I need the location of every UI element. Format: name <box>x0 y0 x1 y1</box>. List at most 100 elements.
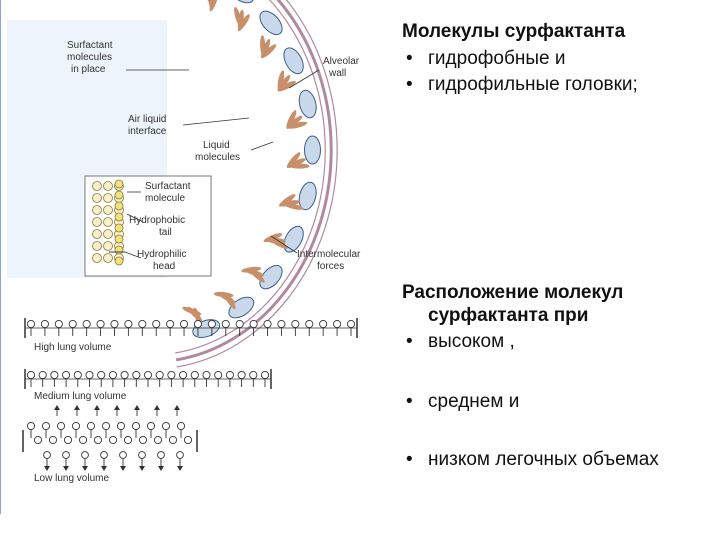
surfactant-head <box>71 421 81 431</box>
inset-head <box>103 253 113 263</box>
bullet-hydrophobic: гидрофобные и <box>402 46 712 72</box>
bullet-hydrophilic: гидрофильные головки; <box>402 72 712 98</box>
arrow-head <box>82 466 88 471</box>
surfactant-head <box>96 319 105 329</box>
surfactant-head <box>108 370 117 380</box>
surfactant-molecule-mark <box>289 163 310 169</box>
surfactant-head <box>41 421 51 431</box>
alveolus-content <box>182 0 321 338</box>
surfactant-head <box>110 319 119 329</box>
inset-tail-bead <box>114 201 124 211</box>
surfactant-head <box>305 319 314 329</box>
arrow-head <box>158 466 164 471</box>
arrow-head <box>134 405 140 410</box>
surfactant-molecule-mark <box>249 268 265 283</box>
inset-head <box>92 229 102 239</box>
surfactant-head <box>249 319 258 329</box>
bullets-molecule-parts: гидрофобные и гидрофильные головки; <box>402 46 712 98</box>
surfactant-head <box>86 421 96 431</box>
high-volume-monolayer <box>24 318 358 338</box>
arrow-head <box>154 405 160 410</box>
surfactant-head <box>26 319 36 329</box>
surfactant-head <box>277 319 286 329</box>
inset-head <box>92 205 102 215</box>
inset-head <box>92 253 102 263</box>
surfactant-head <box>143 370 153 380</box>
bullets-lung-volumes: высоком , среднем и низком легочных объе… <box>402 329 714 473</box>
bullet-low-volume: низком легочных объемах <box>402 447 714 473</box>
arrow-head <box>114 405 120 410</box>
surfactant-head <box>138 451 146 459</box>
surfactant-head <box>214 370 223 380</box>
surfactant-head <box>50 370 59 380</box>
liquid-droplet <box>298 181 317 211</box>
arrow-head <box>44 466 50 471</box>
inset-head <box>92 241 102 251</box>
label-low-lung-volume: Low lung volume <box>34 473 109 484</box>
surfactant-head <box>40 319 49 329</box>
surfactant-molecule-mark <box>277 70 285 90</box>
surfactant-molecule-mark <box>223 292 236 310</box>
surfactant-head <box>155 370 164 380</box>
surfactant-head <box>68 319 77 329</box>
surfactant-head <box>138 435 148 445</box>
surfactant-head <box>120 370 129 380</box>
surfactant-head <box>108 435 118 445</box>
surfactant-head <box>43 451 51 459</box>
surfactant-molecule-mark <box>286 110 297 129</box>
heading-arrangement-line1: Расположение молекул <box>402 282 624 303</box>
heading-arrangement-line2: сурфактанта при <box>428 305 589 326</box>
surfactant-head <box>225 370 234 380</box>
arrow-head <box>139 466 145 471</box>
surfactant-head <box>161 421 171 431</box>
label-surfactant-in-place: Surfactant molecules in place <box>67 40 115 75</box>
surfactant-head <box>202 370 211 380</box>
surfactant-head <box>101 421 111 431</box>
surfactant-head <box>26 370 36 380</box>
surfactant-head <box>166 319 175 329</box>
arrow-head <box>54 405 60 410</box>
surfactant-molecule-mark <box>287 121 308 129</box>
surfactant-head <box>26 421 36 431</box>
liquid-droplet <box>228 0 255 4</box>
liquid-droplet <box>259 10 283 36</box>
surfactant-molecule-mark <box>277 80 296 92</box>
surfactant-head <box>167 370 176 380</box>
surfactant-head <box>119 451 127 459</box>
surfactant-head <box>132 370 141 380</box>
surfactant-molecule-mark <box>261 39 271 58</box>
inset-tail-bead <box>114 245 124 255</box>
surfactant-head <box>249 370 258 380</box>
surfactant-head <box>179 370 188 380</box>
inset-head <box>103 181 113 191</box>
inset-head <box>103 229 113 239</box>
surfactant-head <box>190 370 199 380</box>
surfactant-molecule-mark <box>237 14 250 32</box>
surfactant-molecule-mark <box>209 0 219 12</box>
liquid-droplet <box>283 47 304 75</box>
label-hydrophilic-head: Hydrophilic head <box>137 249 189 272</box>
arrow-head <box>120 466 126 471</box>
arrow-head <box>63 466 69 471</box>
surfactant-head <box>346 319 356 329</box>
arrow-head <box>174 405 180 410</box>
surfactant-head <box>116 421 126 431</box>
surfactant-head <box>124 319 133 329</box>
surfactant-head <box>73 370 82 380</box>
surfactant-head <box>85 370 94 380</box>
inset-head <box>92 193 102 203</box>
inset-surfactant-molecules <box>92 179 125 266</box>
surfactant-head <box>319 319 328 329</box>
surfactant-head <box>153 435 163 445</box>
surfactant-head <box>93 435 103 445</box>
alveolar-wall-arc <box>175 0 326 354</box>
surfactant-head <box>179 319 189 329</box>
arrow-head <box>74 405 80 410</box>
surfactant-head <box>33 435 43 445</box>
surfactant-head <box>63 435 73 445</box>
surfactant-head <box>176 421 186 431</box>
arrow-head <box>177 466 183 471</box>
surfactant-head <box>100 451 108 459</box>
liquid-droplet <box>259 264 283 290</box>
inset-tail-bead <box>114 223 124 233</box>
